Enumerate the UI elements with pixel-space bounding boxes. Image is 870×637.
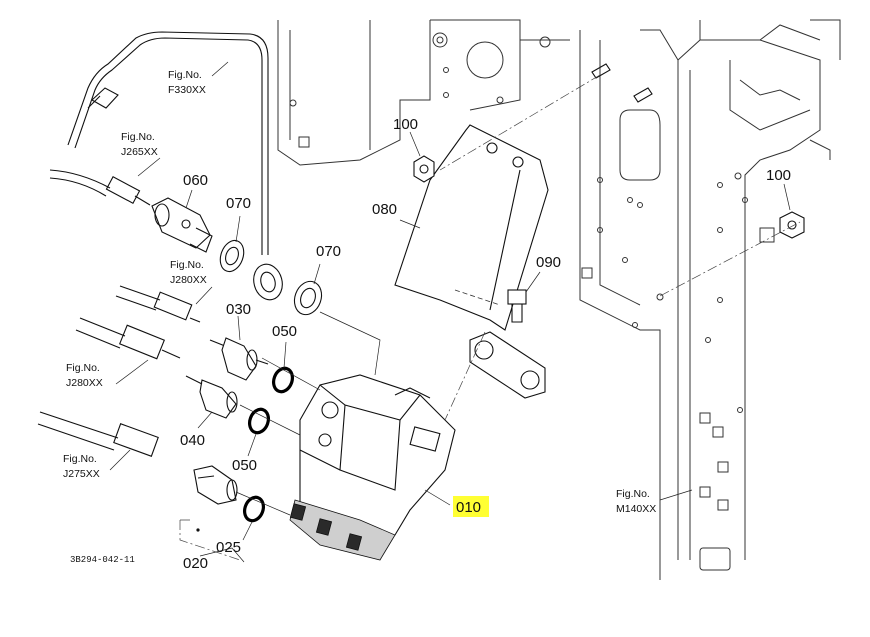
part-label-020[interactable]: 020 <box>183 555 208 572</box>
fig-ref-f330-line1: Fig.No. <box>168 69 202 81</box>
part-label-060[interactable]: 060 <box>183 172 208 189</box>
banjo-fitting <box>253 263 283 301</box>
fitting-040 <box>185 375 238 419</box>
fig-ref-j280b[interactable]: Fig.No. J280XX <box>66 362 103 389</box>
fig-ref-j265[interactable]: Fig.No. J265XX <box>121 131 158 158</box>
part-label-050a[interactable]: 050 <box>272 323 297 340</box>
hose-j265 <box>49 169 151 206</box>
leader-lines <box>109 61 791 563</box>
o-ring-050b <box>247 407 271 435</box>
center-plate-structure <box>277 19 570 166</box>
hose-j280-upper <box>115 285 201 323</box>
part-label-025[interactable]: 025 <box>216 539 241 556</box>
washer-070b <box>293 280 323 316</box>
part-label-070b[interactable]: 070 <box>316 243 341 260</box>
part-label-040[interactable]: 040 <box>180 432 205 449</box>
fig-ref-m140[interactable]: Fig.No. M140XX <box>616 488 656 515</box>
hydraulic-pipe-upper <box>67 31 269 255</box>
part-label-100b[interactable]: 100 <box>766 167 791 184</box>
fitting-030 <box>209 337 269 381</box>
part-label-010: 010 <box>456 499 481 516</box>
stud-bolts <box>591 63 653 103</box>
nut-100b <box>779 211 805 239</box>
fig-ref-m140-line2: M140XX <box>616 503 656 515</box>
washer-070a <box>219 239 245 273</box>
valve-body-010 <box>289 374 456 561</box>
fig-ref-j280a-line1: Fig.No. <box>170 259 204 271</box>
fig-ref-f330-line2: F330XX <box>168 84 206 96</box>
fig-ref-j265-line2: J265XX <box>121 146 158 158</box>
fig-ref-j265-line1: Fig.No. <box>121 131 155 143</box>
part-label-080[interactable]: 080 <box>372 201 397 218</box>
hose-j280-lower <box>75 317 181 360</box>
fig-ref-j280a-line2: J280XX <box>170 274 207 286</box>
fig-ref-j280b-line1: Fig.No. <box>66 362 100 374</box>
o-ring-050a <box>271 366 295 394</box>
nut-100a <box>413 155 435 183</box>
part-label-030[interactable]: 030 <box>226 301 251 318</box>
part-label-070a[interactable]: 070 <box>226 195 251 212</box>
hose-j275 <box>37 411 159 457</box>
part-label-090[interactable]: 090 <box>536 254 561 271</box>
drawing-code: 3B294-042-11 <box>70 555 135 565</box>
tractor-frame-right <box>579 19 841 580</box>
fig-ref-j280b-line2: J280XX <box>66 377 103 389</box>
fig-ref-j275-line2: J275XX <box>63 468 100 480</box>
fig-ref-j280a[interactable]: Fig.No. J280XX <box>170 259 207 286</box>
fig-ref-j275[interactable]: Fig.No. J275XX <box>63 453 100 480</box>
assembly-centerlines <box>179 74 801 561</box>
fig-ref-f330[interactable]: Fig.No. F330XX <box>168 69 206 96</box>
fig-ref-j275-line1: Fig.No. <box>63 453 97 465</box>
fitting-020 <box>193 465 238 505</box>
bolt-090 <box>507 289 527 323</box>
o-ring-025 <box>242 495 266 523</box>
fitting-060 <box>151 197 213 253</box>
part-label-100a[interactable]: 100 <box>393 116 418 133</box>
mounting-plate <box>469 331 546 399</box>
part-label-050b[interactable]: 050 <box>232 457 257 474</box>
part-label-010-highlighted[interactable]: 010 <box>453 496 489 517</box>
highlight-box <box>453 496 489 517</box>
fig-ref-m140-line1: Fig.No. <box>616 488 650 500</box>
